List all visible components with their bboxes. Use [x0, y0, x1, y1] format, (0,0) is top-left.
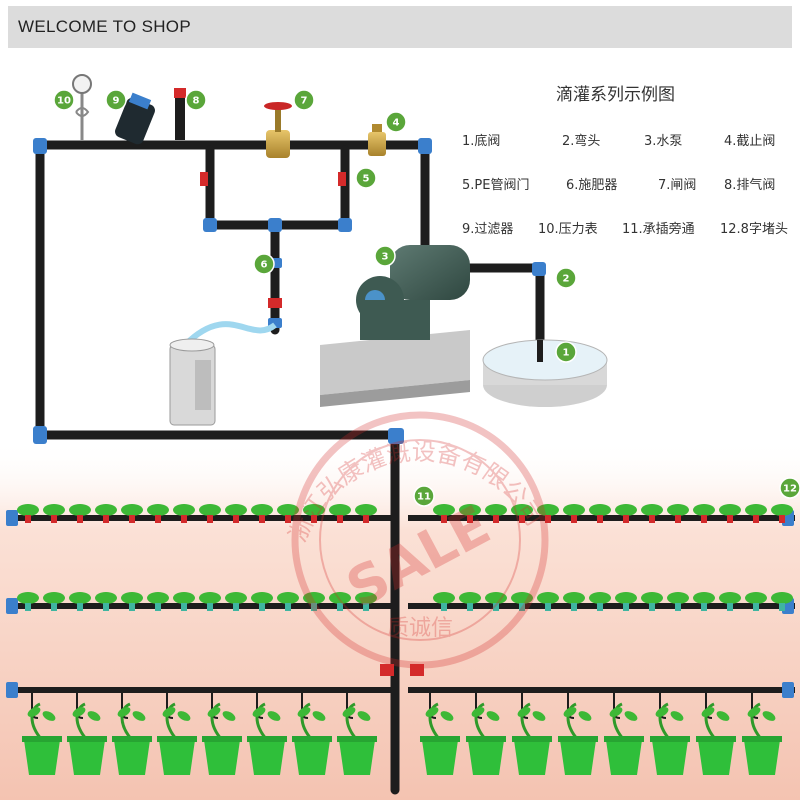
gate-valve-icon [264, 102, 292, 158]
water-basin-icon [482, 339, 608, 407]
svg-text:5: 5 [363, 174, 370, 185]
legend-item-7: 7.闸阀 [658, 178, 697, 193]
pressure-gauge-icon [72, 74, 92, 140]
plant-row-1 [17, 504, 793, 523]
badge-12: 12 [779, 477, 800, 499]
legend-item-8: 8.排气阀 [724, 178, 776, 193]
legend-item-11: 11.承插旁通 [622, 222, 695, 237]
svg-text:3: 3 [382, 252, 389, 263]
potted-plant-row [22, 690, 782, 775]
badge-9: 9 [105, 89, 127, 111]
badge-8: 8 [185, 89, 207, 111]
legend-item-3: 3.水泵 [644, 134, 683, 149]
svg-text:4: 4 [393, 118, 400, 129]
badge-11: 11 [413, 485, 435, 507]
diagram-title: 滴灌系列示例图 [556, 85, 675, 105]
legend-item-9: 9.过滤器 [462, 222, 514, 237]
svg-text:7: 7 [301, 96, 308, 107]
svg-text:8: 8 [193, 96, 200, 107]
badge-1: 1 [555, 341, 577, 363]
svg-text:11: 11 [417, 492, 431, 503]
main-valve-red [380, 664, 424, 676]
filter-icon [115, 92, 155, 145]
legend-item-4: 4.截止阀 [724, 134, 776, 149]
badge-5: 5 [355, 167, 377, 189]
bypass-valves [200, 172, 346, 308]
watermark-bottom: 质诚信 [387, 616, 453, 641]
legend-item-12: 12.8字堵头 [720, 222, 788, 237]
badge-6: 6 [253, 253, 275, 275]
water-pump-icon [320, 245, 470, 407]
header-bar: WELCOME TO SHOP [8, 6, 792, 48]
svg-text:6: 6 [261, 260, 268, 271]
header-title: WELCOME TO SHOP [18, 17, 191, 36]
svg-text:10: 10 [57, 96, 71, 107]
plant-row-2 [17, 592, 793, 611]
legend-item-1: 1.底阀 [462, 134, 501, 149]
svg-text:2: 2 [563, 274, 570, 285]
stop-valve-icon [368, 124, 386, 156]
badge-3: 3 [374, 245, 396, 267]
legend-item-10: 10.压力表 [538, 222, 598, 237]
legend-item-5: 5.PE管阀门 [462, 178, 530, 193]
badge-4: 4 [385, 111, 407, 133]
badge-7: 7 [293, 89, 315, 111]
legend-item-2: 2.弯头 [562, 134, 601, 149]
legend-item-6: 6.施肥器 [566, 178, 618, 193]
badge-2: 2 [555, 267, 577, 289]
svg-text:12: 12 [783, 484, 797, 495]
svg-text:1: 1 [563, 348, 570, 359]
badge-10: 10 [53, 89, 75, 111]
air-valve-icon [174, 88, 186, 140]
svg-text:9: 9 [113, 96, 120, 107]
fertilizer-tank-icon [169, 321, 277, 426]
